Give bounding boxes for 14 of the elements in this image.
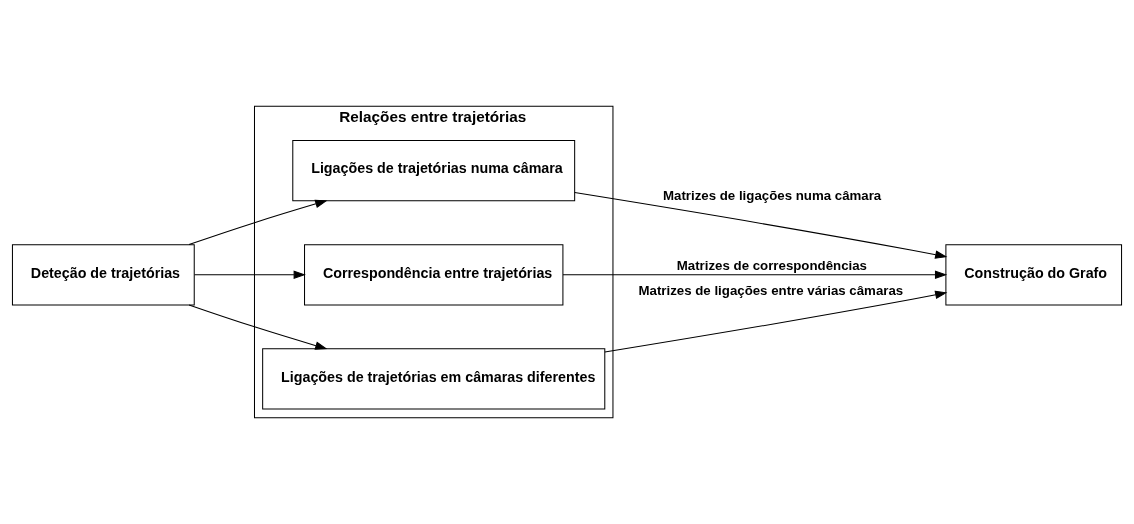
arrow bbox=[188, 199, 328, 246]
node-box: Ligações de trajetórias em câmaras diferentes bbox=[262, 348, 606, 410]
node-box: Deteção de trajetórias bbox=[11, 244, 195, 306]
node-box: Construção do Grafo bbox=[945, 244, 1123, 306]
arrow bbox=[194, 270, 306, 280]
edge-label: Matrizes de correspondências bbox=[676, 258, 868, 274]
arrow bbox=[562, 270, 948, 280]
edge-label: Matrizes de ligações numa câmara bbox=[663, 187, 882, 203]
node-box: Correspondência entre trajetórias bbox=[304, 244, 564, 306]
arrow bbox=[604, 290, 948, 353]
arrow bbox=[574, 192, 948, 259]
edge-label: Matrizes de ligações entre várias câmaras bbox=[638, 282, 904, 298]
node-box: Ligações de trajetórias numa câmara bbox=[292, 139, 576, 202]
arrow bbox=[188, 304, 328, 350]
